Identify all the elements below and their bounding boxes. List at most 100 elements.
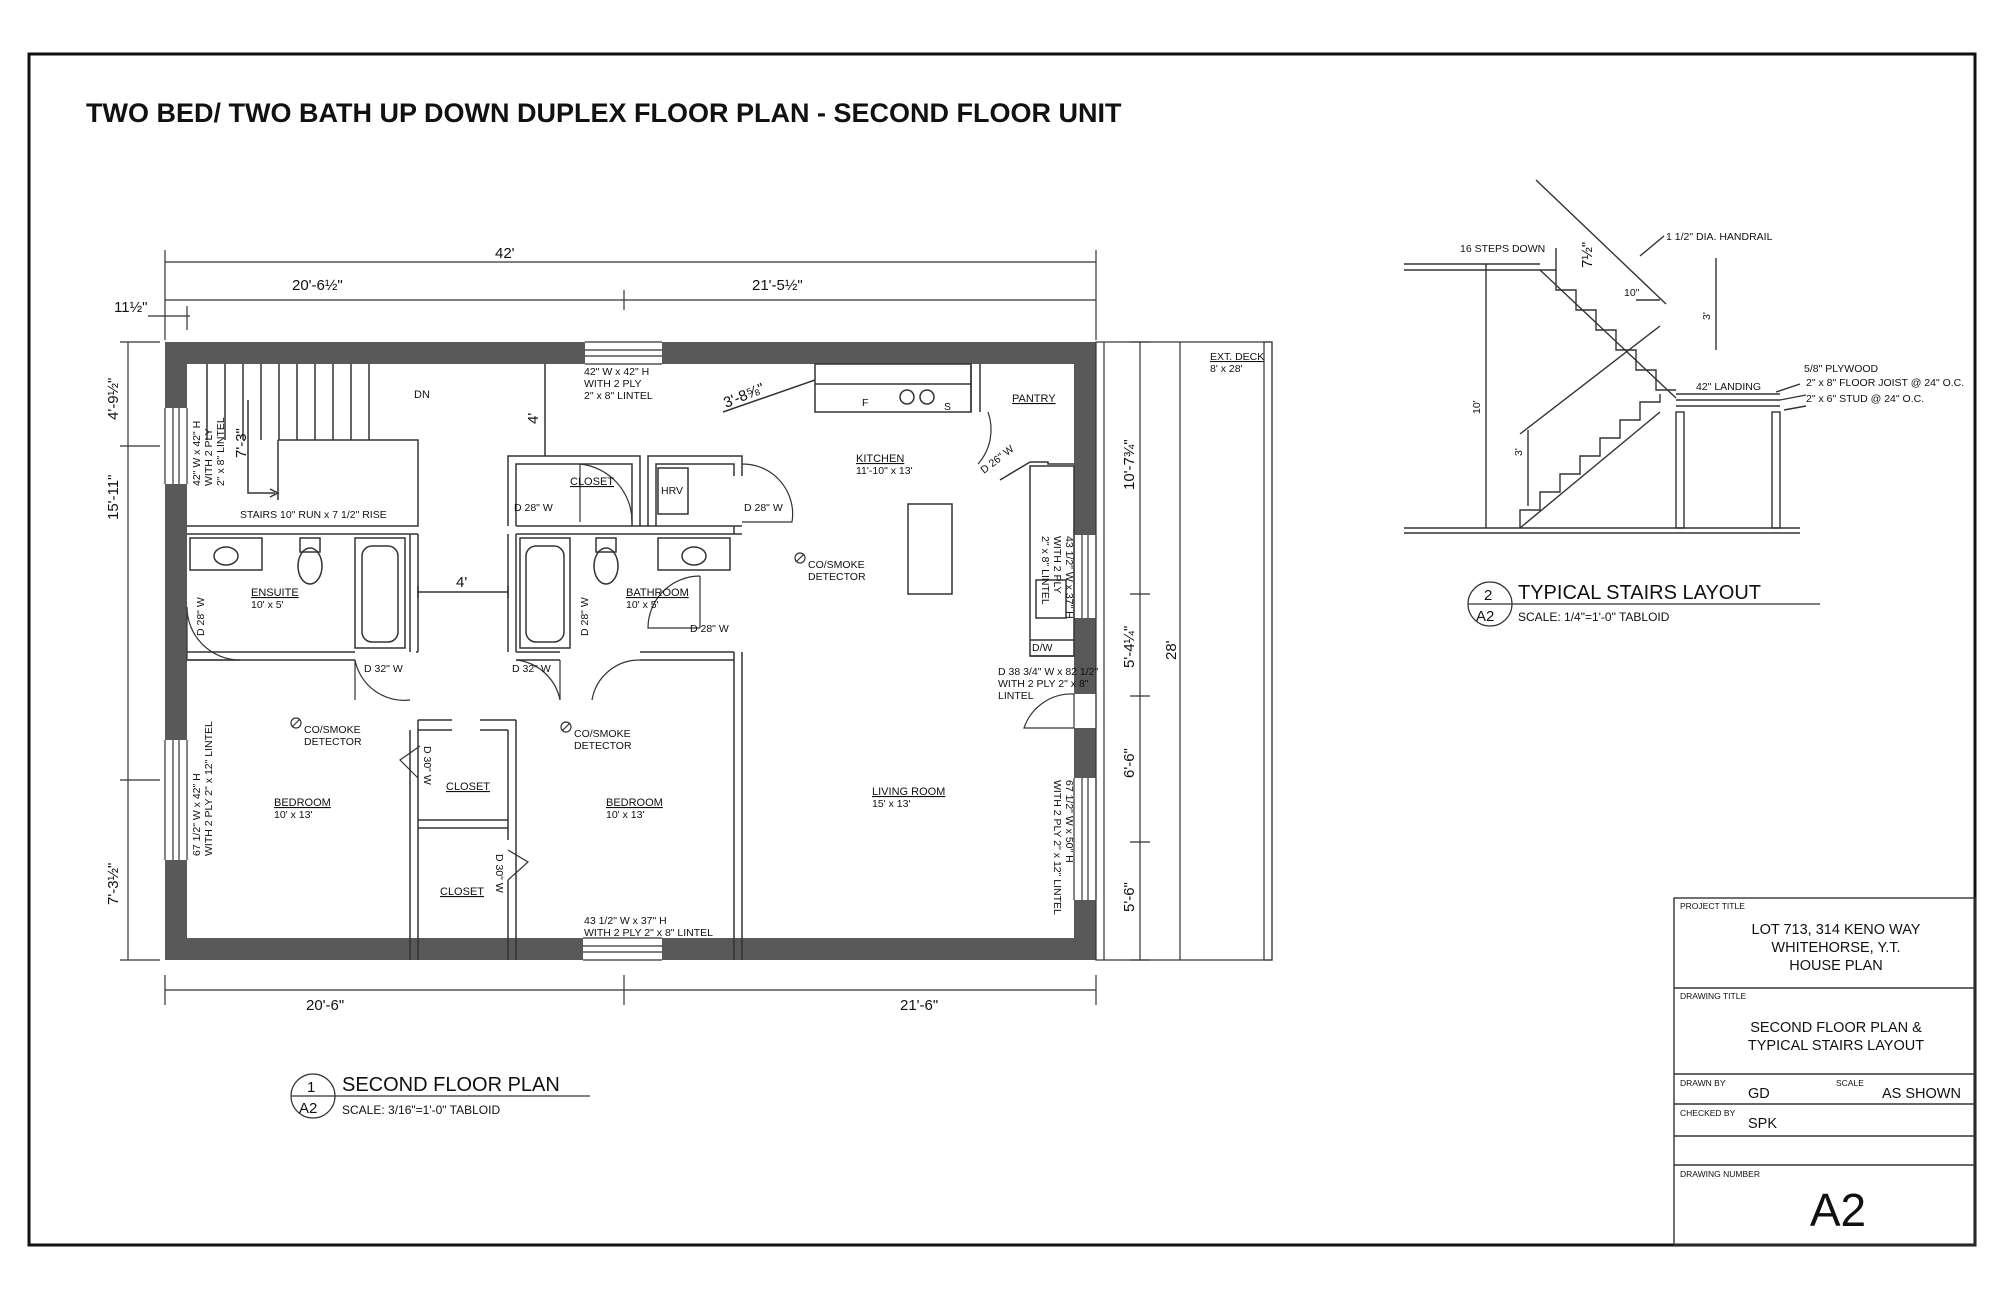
dim-deck-depth: 28'	[1163, 640, 1180, 660]
label-ensuite: ENSUITE	[251, 587, 299, 599]
tb-drawing-number-label: DRAWING NUMBER	[1680, 1169, 1760, 1179]
label-bathroom-size: 10' x 5'	[626, 599, 659, 611]
stair-plywood: 5/8" PLYWOOD	[1804, 363, 1879, 375]
tb-project-line-2: WHITEHORSE, Y.T.	[1771, 940, 1900, 956]
patio-door-note: D 38 3/4" W x 82 1/2"WITH 2 PLY 2" x 8"L…	[998, 666, 1099, 702]
stair-rail-height-top: 3'	[1701, 312, 1713, 320]
dim-right-3: 6'-6"	[1121, 748, 1138, 778]
label-stairs-note: STAIRS 10" RUN x 7 1/2" RISE	[240, 509, 387, 521]
label-living: LIVING ROOM	[872, 786, 945, 798]
door-label-ensuite: D 28" W	[195, 597, 207, 636]
dim-closet-depth: 4'	[525, 413, 542, 424]
stair-joist: 2" x 8" FLOOR JOIST @ 24" O.C.	[1806, 377, 1964, 389]
label-bedroom-2-size: 10' x 13'	[606, 809, 644, 821]
dim-left-bottom: 7'-3½"	[105, 863, 122, 905]
label-kitchen-size: 11'-10" x 13'	[856, 465, 913, 477]
label-dw: D/W	[1032, 642, 1053, 654]
label-bedroom-1: BEDROOM	[274, 797, 331, 809]
door-label-closet-1: D 30" W	[421, 746, 433, 785]
stair-view-sheet: A2	[1476, 608, 1494, 625]
label-closet-bottom: CLOSET	[440, 886, 484, 898]
dim-overall-width: 42'	[495, 245, 515, 262]
stairs-detail: 16 STEPS DOWN 1 1/2" DIA. HANDRAIL 7½" 1…	[1404, 179, 1964, 534]
door-label-2: D 28" W	[744, 502, 783, 514]
wall-right-1	[1074, 342, 1096, 535]
tb-scale: AS SHOWN	[1882, 1086, 1961, 1102]
exterior-deck	[1095, 341, 1273, 961]
door-label-bath: D 28" W	[579, 597, 591, 636]
label-closet-top: CLOSET	[570, 476, 614, 488]
plan-view-sheet: A2	[299, 1100, 317, 1117]
dim-stair-width: 7'-3"	[233, 428, 250, 458]
wall-top-right	[662, 342, 1096, 364]
label-deck: EXT. DECK	[1210, 351, 1264, 363]
window-left-top-note: 42" W x 42" HWITH 2 PLY2" x 8" LINTEL	[191, 417, 227, 486]
stair-run: 10"	[1624, 287, 1640, 299]
label-bedroom-2: BEDROOM	[606, 797, 663, 809]
label-living-size: 15' x 13'	[872, 798, 910, 810]
tb-drawing-line-1: SECOND FLOOR PLAN &	[1750, 1020, 1922, 1036]
stair-rise: 7½"	[1579, 242, 1596, 268]
tb-checked-by: SPK	[1748, 1116, 1777, 1132]
tb-drawn-by-label: DRAWN BY	[1680, 1078, 1726, 1088]
window-right-top-note: 43 1/2" W x 37" HWITH 2 PLY2" x 8" LINTE…	[1039, 536, 1075, 619]
label-kitchen: KITCHEN	[856, 453, 904, 465]
tb-project-line-3: HOUSE PLAN	[1789, 958, 1882, 974]
tb-scale-label: SCALE	[1836, 1078, 1864, 1088]
label-dn: DN	[414, 389, 430, 401]
stair-handrail: 1 1/2" DIA. HANDRAIL	[1666, 231, 1773, 243]
wall-left-3	[165, 860, 187, 960]
stair-view-number: 2	[1484, 587, 1492, 604]
tb-drawing-line-2: TYPICAL STAIRS LAYOUT	[1748, 1038, 1924, 1054]
wall-right-3	[1074, 728, 1096, 778]
dim-left-top: 4'-9½"	[105, 378, 122, 420]
wall-bottom-right	[662, 938, 1096, 960]
stair-rail-height-bottom: 3'	[1513, 448, 1525, 456]
plan-view-title: SECOND FLOOR PLAN	[342, 1074, 560, 1096]
stair-view-label: 2 A2 TYPICAL STAIRS LAYOUT SCALE: 1/4"=1…	[1467, 581, 1820, 627]
wall-left-1	[165, 342, 187, 408]
wall-right-2	[1074, 618, 1096, 694]
stair-steps-down: 16 STEPS DOWN	[1460, 243, 1545, 255]
label-ensuite-size: 10' x 5'	[251, 599, 284, 611]
plan-view-number: 1	[307, 1079, 315, 1096]
door-swings	[186, 411, 1075, 881]
stair-view-scale: SCALE: 1/4"=1'-0" TABLOID	[1518, 610, 1670, 624]
stair-height: 10'	[1471, 400, 1483, 414]
label-hrv: HRV	[661, 485, 683, 497]
sheet-title: TWO BED/ TWO BATH UP DOWN DUPLEX FLOOR P…	[86, 98, 1122, 128]
stair-stud: 2" x 6" STUD @ 24" O.C.	[1806, 393, 1924, 405]
dim-bottom-left: 20'-6"	[306, 997, 344, 1014]
label-bedroom-1-size: 10' x 13'	[274, 809, 312, 821]
sheet-border	[27, 52, 1977, 1247]
plan-view-scale: SCALE: 3/16"=1'-0" TABLOID	[342, 1103, 500, 1117]
label-closet-mid: CLOSET	[446, 781, 490, 793]
tb-drawing-title-label: DRAWING TITLE	[1680, 991, 1746, 1001]
title-block: PROJECT TITLE LOT 713, 314 KENO WAY WHIT…	[1673, 897, 1976, 1246]
window-openings	[164, 341, 1097, 961]
door-label-bed1: D 32" W	[364, 663, 403, 675]
detector-symbols	[290, 552, 806, 733]
tb-drawing-number: A2	[1810, 1184, 1866, 1236]
interior-walls	[187, 363, 1075, 960]
dim-right-1: 10'-7¾"	[1121, 439, 1138, 490]
tb-drawn-by: GD	[1748, 1086, 1770, 1102]
label-stove: S	[944, 401, 951, 413]
dim-bottom-right: 21'-6"	[900, 997, 938, 1014]
dim-left-mid: 15'-11"	[105, 475, 122, 520]
door-label-bath-2: D 28" W	[690, 623, 729, 635]
dim-right-2: 5'-4¼"	[1121, 626, 1138, 668]
stair-landing: 42" LANDING	[1696, 381, 1761, 393]
door-label-1: D 28" W	[514, 502, 553, 514]
door-label-closet-2: D 30" W	[493, 854, 505, 893]
dim-top-right: 21'-5½"	[752, 277, 803, 294]
label-bathroom: BATHROOM	[626, 587, 689, 599]
label-fridge: F	[862, 397, 868, 409]
door-label-pantry: D 26" W	[978, 443, 1016, 476]
floor-plan: 42' 20'-6½" 21'-5½" 11½" 20'-6" 21'-6" 4…	[105, 245, 1273, 1014]
